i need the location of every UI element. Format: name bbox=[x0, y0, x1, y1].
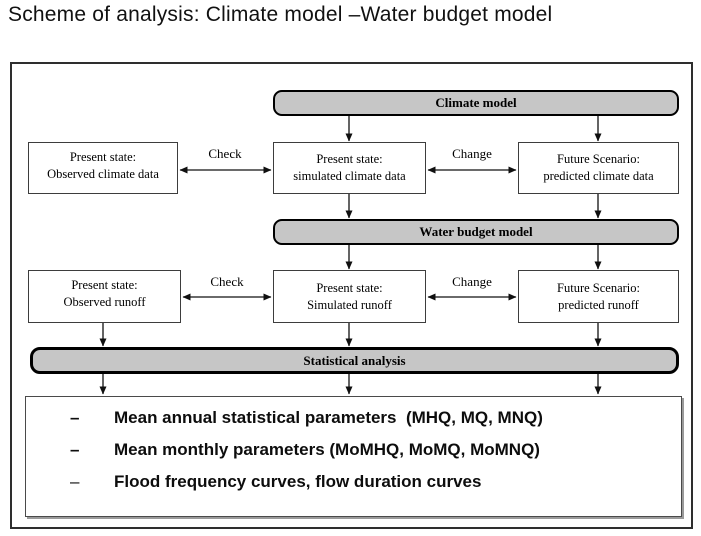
node-line2: Observed climate data bbox=[47, 167, 159, 181]
dash-bullet: – bbox=[70, 440, 80, 459]
node-simulated-runoff: Present state: Simulated runoff bbox=[273, 270, 426, 323]
node-predicted-runoff: Future Scenario: predicted runoff bbox=[518, 270, 679, 323]
statistical-analysis-bar-label: Statistical analysis bbox=[303, 352, 406, 368]
node-line1: Present state: bbox=[316, 280, 383, 295]
dash-bullet: – bbox=[70, 472, 80, 491]
result-text: Mean monthly parameters (MoMHQ, MoMQ, Mo… bbox=[114, 440, 540, 459]
result-item-monthly: – Mean monthly parameters (MoMHQ, MoMQ, … bbox=[70, 438, 671, 461]
dash-bullet: – bbox=[70, 408, 80, 427]
change-label-runoff: Change bbox=[452, 274, 492, 289]
water-budget-model-bar-label: Water budget model bbox=[419, 224, 533, 239]
node-line1: Future Scenario: bbox=[557, 152, 640, 166]
result-item-curves: – Flood frequency curves, flow duration … bbox=[70, 470, 671, 493]
node-line2: simulated climate data bbox=[293, 169, 406, 183]
result-text: Mean annual statistical parameters (MHQ,… bbox=[114, 408, 543, 427]
node-line2: predicted runoff bbox=[558, 297, 639, 312]
water-budget-model-bar: Water budget model bbox=[273, 219, 679, 245]
result-text: Flood frequency curves, flow duration cu… bbox=[114, 472, 482, 491]
node-observed-climate-data: Present state: Observed climate data bbox=[28, 142, 178, 194]
statistical-analysis-bar: Statistical analysis bbox=[30, 347, 679, 374]
node-simulated-climate-data: Present state: simulated climate data bbox=[273, 142, 426, 194]
node-observed-runoff: Present state: Observed runoff bbox=[28, 270, 181, 323]
node-line1: Present state: bbox=[69, 150, 137, 164]
node-line2: predicted climate data bbox=[543, 169, 654, 183]
check-label-climate: Check bbox=[208, 146, 242, 161]
page-title: Scheme of analysis: Climate model –Water… bbox=[8, 3, 553, 26]
node-line2: Simulated runoff bbox=[307, 297, 392, 312]
node-line1: Future Scenario: bbox=[557, 280, 640, 295]
results-box: – Mean annual statistical parameters (MH… bbox=[25, 396, 682, 517]
diagram-frame: Climate model Water budget model Statist… bbox=[10, 62, 693, 529]
climate-model-bar-label: Climate model bbox=[435, 95, 517, 110]
change-label-climate: Change bbox=[452, 146, 492, 161]
node-line1: Present state: bbox=[71, 278, 138, 292]
node-predicted-climate-data: Future Scenario: predicted climate data bbox=[518, 142, 679, 194]
check-label-runoff: Check bbox=[210, 274, 244, 289]
climate-model-bar: Climate model bbox=[273, 90, 679, 116]
node-line1: Present state: bbox=[316, 152, 383, 166]
result-item-annual: – Mean annual statistical parameters (MH… bbox=[70, 406, 671, 429]
node-line2: Observed runoff bbox=[63, 295, 146, 309]
